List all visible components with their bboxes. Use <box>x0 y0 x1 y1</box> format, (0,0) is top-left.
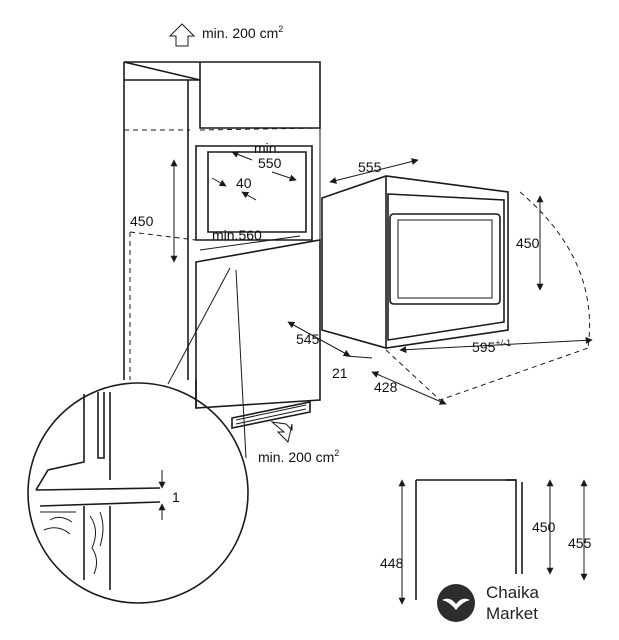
vent-bottom-sup: 2 <box>334 448 339 458</box>
seagull-icon <box>442 598 470 610</box>
detail-gap-label: 1 <box>172 489 180 505</box>
svg-text:min. 200 cm2: min. 200 cm2 <box>202 24 283 41</box>
cabinet <box>123 61 321 429</box>
niche-depth-min-label: min. <box>254 140 280 156</box>
side-455-label: 455 <box>568 535 592 551</box>
oven-width-tolerance: +/-1 <box>495 338 511 348</box>
brand-logo: Chaika Market <box>437 583 539 623</box>
detail-view <box>27 267 249 604</box>
niche-depth-label: 550 <box>258 155 282 171</box>
side-448-label: 448 <box>380 555 404 571</box>
oven-width-label: 595 <box>472 339 496 355</box>
niche-width-label: min.560 <box>212 227 262 243</box>
vent-top-arrow-icon <box>168 23 196 47</box>
svg-text:595+/-1: 595+/-1 <box>472 338 511 355</box>
svg-text:min. 200 cm2: min. 200 cm2 <box>258 448 339 465</box>
brand-name-line1: Chaika <box>486 583 539 602</box>
vent-top-sup: 2 <box>278 24 283 34</box>
vent-bottom-label: min. 200 cm <box>258 449 334 465</box>
oven-depth-label: 555 <box>358 159 382 175</box>
oven-height-label: 450 <box>516 235 540 251</box>
oven-side-label: 545 <box>296 331 320 347</box>
gap-40-label: 40 <box>236 175 252 191</box>
niche-height-label: 450 <box>130 213 154 229</box>
front-428-label: 428 <box>374 379 398 395</box>
side-450-label: 450 <box>532 519 556 535</box>
vent-bottom-arrow-icon <box>270 421 293 443</box>
front-21-label: 21 <box>332 365 348 381</box>
vent-top-label: min. 200 cm <box>202 25 278 41</box>
brand-name-line2: Market <box>486 604 538 623</box>
side-profile <box>415 479 523 600</box>
oven <box>321 175 591 401</box>
